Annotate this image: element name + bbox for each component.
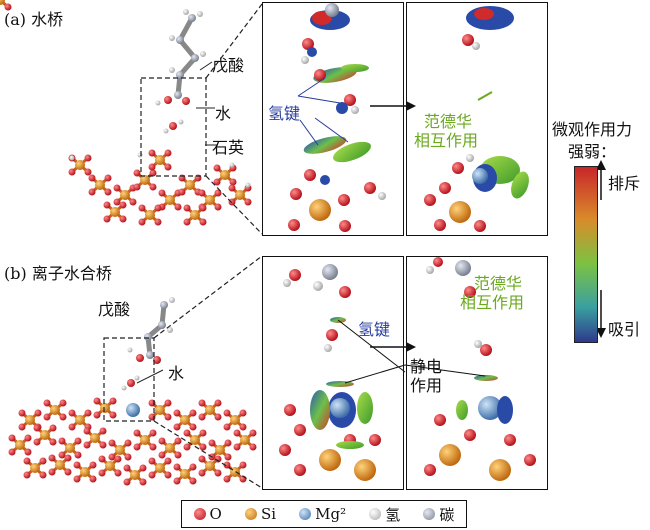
- hydrogen-dot-icon: [369, 508, 382, 520]
- legend-label-mg: Mg²: [315, 505, 347, 523]
- panel-a-zoom-box: [140, 77, 207, 177]
- legend-item-h: 氢: [369, 504, 400, 525]
- colorbar-gradient: [574, 166, 598, 343]
- legend-label-o: O: [209, 505, 222, 523]
- panel-a-acid-molecule: [155, 9, 206, 106]
- panel-b-water-label: 水: [168, 364, 185, 383]
- panel-b-hbond-zoom-content: [279, 264, 381, 481]
- legend-item-o: O: [193, 505, 222, 523]
- panel-b-acid-molecule: [127, 297, 175, 364]
- panel-b-mineral-surface: [7, 396, 258, 487]
- panel-a-hbond-label: 氢键: [268, 104, 301, 123]
- panel-a-vdw-label-line2: 相互作用: [414, 131, 479, 150]
- panel-b-hbond-label: 氢键: [358, 320, 391, 339]
- panel-a-title: (a) 水桥: [4, 10, 64, 29]
- panel-a-quartz-surface: [0, 0, 253, 227]
- panel-a-vdw-zoom: [406, 2, 548, 236]
- legend-item-si: Si: [244, 505, 277, 523]
- silicon-dot-icon: [244, 508, 257, 520]
- carbon-dot-icon: [423, 508, 436, 520]
- panel-b-vdw-zoom-content: [424, 257, 536, 481]
- panel-b-electrostatic-line2: 作用: [410, 376, 443, 395]
- panel-b-title: (b) 离子水合桥: [4, 264, 112, 283]
- colorbar-bottom-label: 吸引: [608, 320, 641, 339]
- atom-legend: O Si Mg² 氢 碳: [181, 500, 467, 528]
- colorbar-title-line1: 微观作用力: [552, 120, 633, 139]
- panel-a-vdw-zoom-content: [424, 6, 529, 232]
- panel-b-vdw-zoom: [406, 256, 548, 490]
- legend-label-c: 碳: [439, 505, 455, 524]
- panel-a-hbond-zoom-content: [288, 3, 386, 232]
- panel-b-zoom-box: [103, 337, 155, 422]
- legend-label-si: Si: [260, 505, 277, 523]
- legend-item-c: 碳: [423, 504, 454, 525]
- panel-a-water-label: 水: [215, 104, 232, 123]
- panel-b-hbond-zoom: [262, 256, 404, 490]
- oxygen-dot-icon: [193, 508, 206, 520]
- panel-b-vdw-label-line1: 范德华: [474, 274, 523, 293]
- panel-a-acid-label: 戊酸: [212, 56, 245, 75]
- panel-a-quartz-label: 石英: [212, 138, 245, 157]
- colorbar-title-line2: 强弱：: [568, 142, 617, 161]
- colorbar-top-label: 排斥: [608, 174, 641, 193]
- panel-a-hbond-zoom: [262, 2, 404, 236]
- panel-a-vdw-label-line1: 范德华: [424, 112, 473, 131]
- panel-a-water: [163, 119, 184, 134]
- legend-label-h: 氢: [385, 505, 401, 524]
- panel-b-vdw-label-line2: 相互作用: [460, 293, 525, 312]
- magnesium-dot-icon: [299, 508, 312, 520]
- panel-b-acid-label: 戊酸: [98, 300, 131, 319]
- legend-item-mg: Mg²: [299, 505, 346, 523]
- panel-b-electrostatic-line1: 静电: [410, 357, 443, 376]
- panel-b-water: [121, 375, 140, 391]
